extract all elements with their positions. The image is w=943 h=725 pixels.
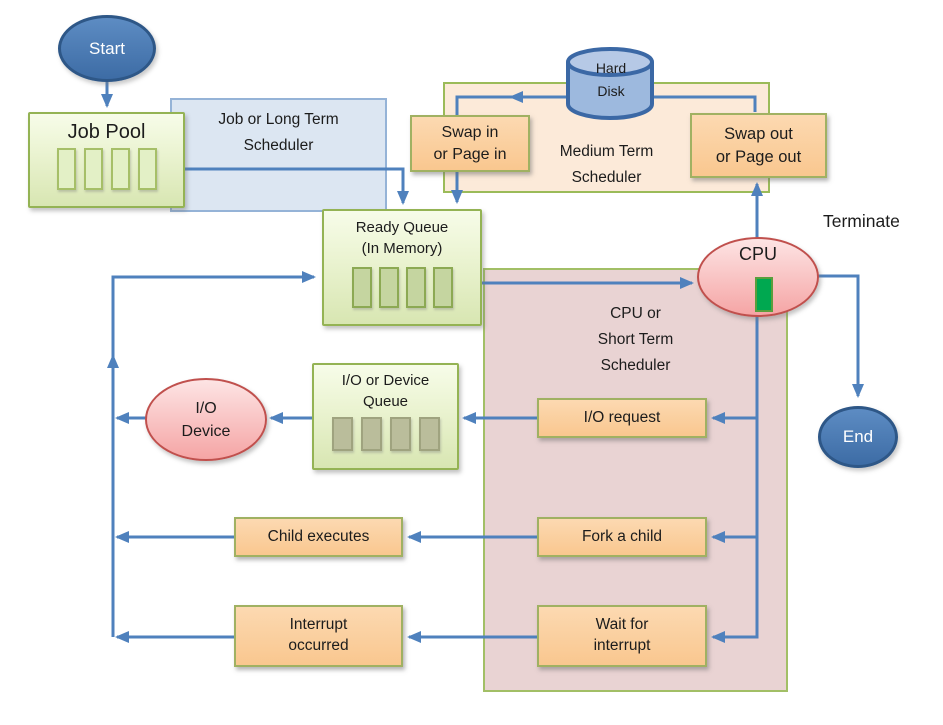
job-pool-slots [30,148,183,190]
swap-in-node: Swap in or Page in [410,115,530,172]
interrupt-occurred-node: Interrupt occurred [234,605,403,667]
io-device-node: I/O Device [145,378,267,461]
queue-slot [405,267,426,308]
label-line: Scheduler [600,357,671,374]
label-line: Interrupt [289,616,348,634]
queue-slot [83,148,103,190]
label-line: occurred [288,637,349,654]
end-label: End [842,427,874,446]
label-line: I/O [195,399,217,417]
long-term-scheduler-region: Job or Long Term Scheduler [170,98,387,212]
queue-slot [331,417,353,451]
wait-for-interrupt-node: Wait for interrupt [537,605,707,667]
label-line: or Page in [433,145,507,163]
start-node: Start [58,15,156,82]
label-line: Disk [597,83,625,99]
queue-slot [137,148,157,190]
label-line: interrupt [593,637,651,654]
swap-out-node: Swap out or Page out [690,113,827,178]
queue-slot [56,148,76,190]
cpu-label: CPU [738,244,777,264]
cpu-node: CPU [697,237,819,317]
ready-queue-label: Ready Queue (In Memory) [324,217,480,259]
end-node: End [818,406,898,468]
job-pool-title: Job Pool [67,121,146,143]
queue-slot [389,417,411,451]
label-line: Scheduler [243,137,314,154]
label-line: Wait for [595,616,649,634]
label-line: I/O or Device [341,372,430,389]
ready-queue-node: Ready Queue (In Memory) [322,209,482,326]
queue-slot [351,267,372,308]
queue-slot [110,148,130,190]
queue-slot [418,417,440,451]
io-queue-label: I/O or Device Queue [314,370,457,412]
queue-slot [360,417,382,451]
hard-disk-label: Hard Disk [567,57,655,103]
hard-disk-icon [566,47,654,120]
label-line: Job or Long Term [218,111,339,128]
fork-a-child-node: Fork a child [537,517,707,557]
job-pool-node: Job Pool [28,112,185,208]
label-line: (In Memory) [361,240,443,257]
label-line: Fork a child [581,527,663,545]
queue-slot [432,267,453,308]
label-line: Child executes [267,527,370,545]
child-executes-node: Child executes [234,517,403,557]
start-label: Start [89,38,125,58]
label-line: I/O request [583,408,661,426]
terminate-label: Terminate [823,211,900,231]
label-line: Short Term [597,331,674,348]
short-term-scheduler-label: CPU or Short Term Scheduler [485,301,786,379]
io-queue-slots [314,417,457,451]
long-term-scheduler-label: Job or Long Term Scheduler [172,107,385,159]
io-device-label: I/O Device [182,397,231,443]
queue-slot [378,267,399,308]
ready-queue-slots [324,267,480,308]
connector-cpu-to-end [816,274,864,398]
label-line: CPU or [610,305,661,322]
label-line: or Page out [715,147,802,166]
label-line: Ready Queue [355,219,449,236]
io-queue-node: I/O or Device Queue [312,363,459,470]
label-line: Swap out [724,125,793,144]
label-line: Queue [362,393,409,410]
cpu-process-slot [755,277,773,312]
io-request-node: I/O request [537,398,707,438]
label-line: Hard [595,60,627,76]
label-line: Swap in [441,123,499,141]
label-line: Device [181,422,231,440]
